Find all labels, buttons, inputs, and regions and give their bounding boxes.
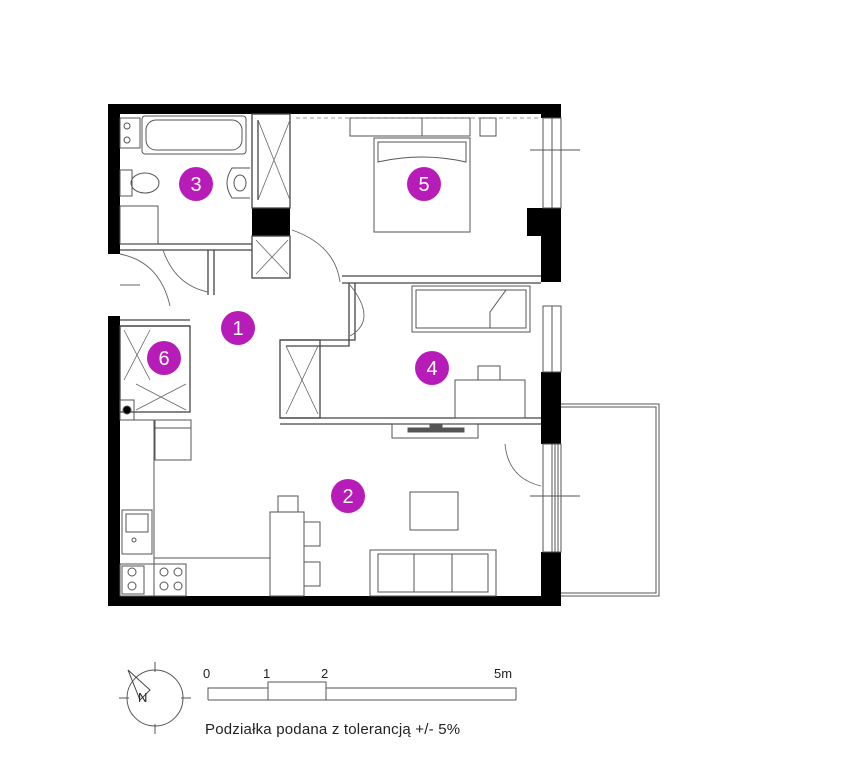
room-marker-circle bbox=[407, 167, 441, 201]
outer-walls bbox=[108, 104, 561, 606]
scale-caption: Podziałka podana z tolerancją +/- 5% bbox=[205, 721, 461, 738]
scale-tick-1: 1 bbox=[263, 666, 270, 681]
room-number: 1 bbox=[232, 318, 243, 340]
room-marker-2: 2 bbox=[331, 479, 365, 513]
room-number: 3 bbox=[190, 174, 201, 196]
tv-unit bbox=[391, 423, 479, 439]
room-marker-6: 6 bbox=[147, 341, 181, 375]
scale-tick-5m: 5m bbox=[494, 666, 512, 681]
room-number: 2 bbox=[342, 486, 353, 508]
toilet bbox=[119, 169, 160, 197]
coffee-table bbox=[409, 491, 459, 531]
room-number: 4 bbox=[426, 358, 437, 380]
room-marker-circle bbox=[331, 479, 365, 513]
room-number: 6 bbox=[158, 348, 169, 370]
compass-north-icon: N bbox=[119, 662, 191, 734]
scale-bar bbox=[207, 681, 517, 701]
room-markers: 1 2 3 4 5 6 bbox=[147, 167, 449, 513]
desk bbox=[454, 365, 526, 419]
sofa bbox=[369, 549, 497, 597]
dining-table bbox=[269, 495, 321, 597]
boiler bbox=[119, 117, 141, 149]
doors bbox=[119, 229, 542, 487]
room-number: 5 bbox=[418, 174, 429, 196]
bathtub bbox=[141, 115, 247, 155]
kitchen bbox=[119, 399, 270, 597]
windows bbox=[530, 117, 580, 553]
room-marker-3: 3 bbox=[179, 167, 213, 201]
balcony bbox=[554, 403, 660, 597]
compass-label: N bbox=[138, 690, 147, 705]
room-marker-circle bbox=[415, 351, 449, 385]
room-marker-circle bbox=[179, 167, 213, 201]
washbasin bbox=[226, 167, 250, 199]
room4-bed bbox=[411, 285, 531, 333]
room-marker-5: 5 bbox=[407, 167, 441, 201]
scale-tick-0: 0 bbox=[203, 666, 210, 681]
scale-tick-2: 2 bbox=[321, 666, 328, 681]
room-marker-1: 1 bbox=[221, 311, 255, 345]
room-marker-circle bbox=[221, 311, 255, 345]
washing-machine bbox=[119, 205, 159, 245]
room-marker-circle bbox=[147, 341, 181, 375]
room-marker-4: 4 bbox=[415, 351, 449, 385]
wardrobe-hatch bbox=[123, 119, 319, 415]
